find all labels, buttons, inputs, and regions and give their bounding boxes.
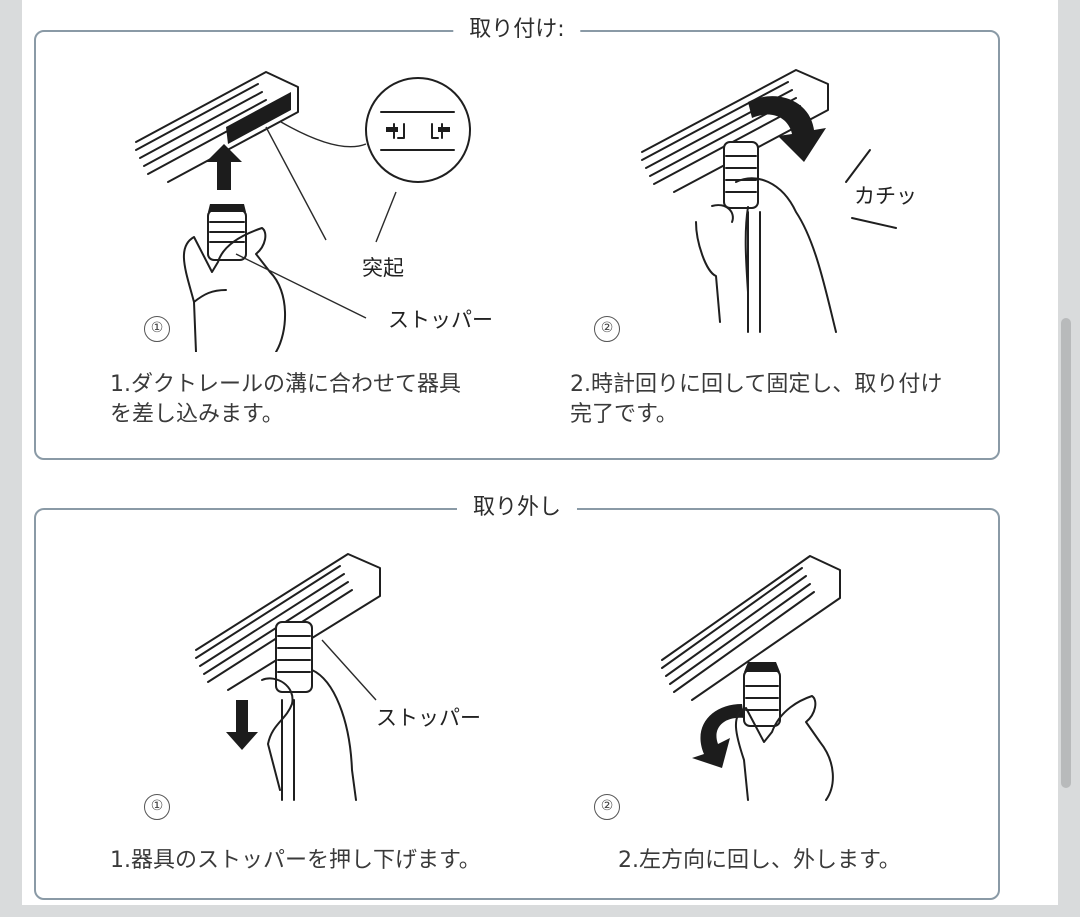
stopper-label: ストッパー	[388, 308, 493, 332]
remove-title: 取り外し	[456, 491, 578, 525]
install-step1-illustration	[135, 71, 471, 352]
track-rail-illustration	[661, 555, 841, 701]
remove-step1-illustration	[195, 553, 381, 801]
hand-illustration	[734, 662, 834, 801]
rail-profile-magnifier	[365, 77, 471, 183]
install-panel: 取り付け:	[34, 13, 1000, 460]
stopper-label: ストッパー	[376, 706, 481, 730]
step-number-2: ②	[594, 316, 620, 342]
track-rail-illustration	[195, 553, 381, 691]
hand-illustration	[261, 621, 357, 801]
track-rail-illustration	[135, 71, 299, 183]
step-number-2: ②	[594, 794, 620, 820]
arrow-down-icon	[226, 700, 258, 750]
install-step1-caption: 1.ダクトレールの溝に合わせて器具 を差し込みます。	[110, 372, 461, 427]
remove-step1-caption: 1.器具のストッパーを押し下げます。	[110, 848, 481, 873]
hand-illustration	[695, 141, 837, 333]
step-number-1: ①	[144, 316, 170, 342]
click-sound-label: カチッ	[854, 184, 917, 208]
remove-step2-illustration	[661, 555, 841, 801]
install-step2-illustration	[641, 69, 897, 333]
protrusion-label: 突起	[362, 256, 404, 280]
step-number-1: ①	[144, 794, 170, 820]
remove-step2-caption: 2.左方向に回し、外します。	[618, 848, 901, 873]
hand-illustration	[182, 204, 286, 352]
rotate-clockwise-icon	[748, 96, 826, 162]
install-title: 取り付け:	[453, 13, 581, 47]
remove-panel: 取り外し ストッパー ① 1.器具のストッパーを押し下げます。	[34, 491, 1000, 900]
install-step2-caption: 2.時計回りに回して固定し、取り付け 完了です。	[570, 372, 943, 427]
scrollbar-thumb[interactable]	[1061, 318, 1071, 788]
arrow-up-icon	[206, 144, 242, 190]
rotate-counterclockwise-icon	[692, 704, 744, 768]
